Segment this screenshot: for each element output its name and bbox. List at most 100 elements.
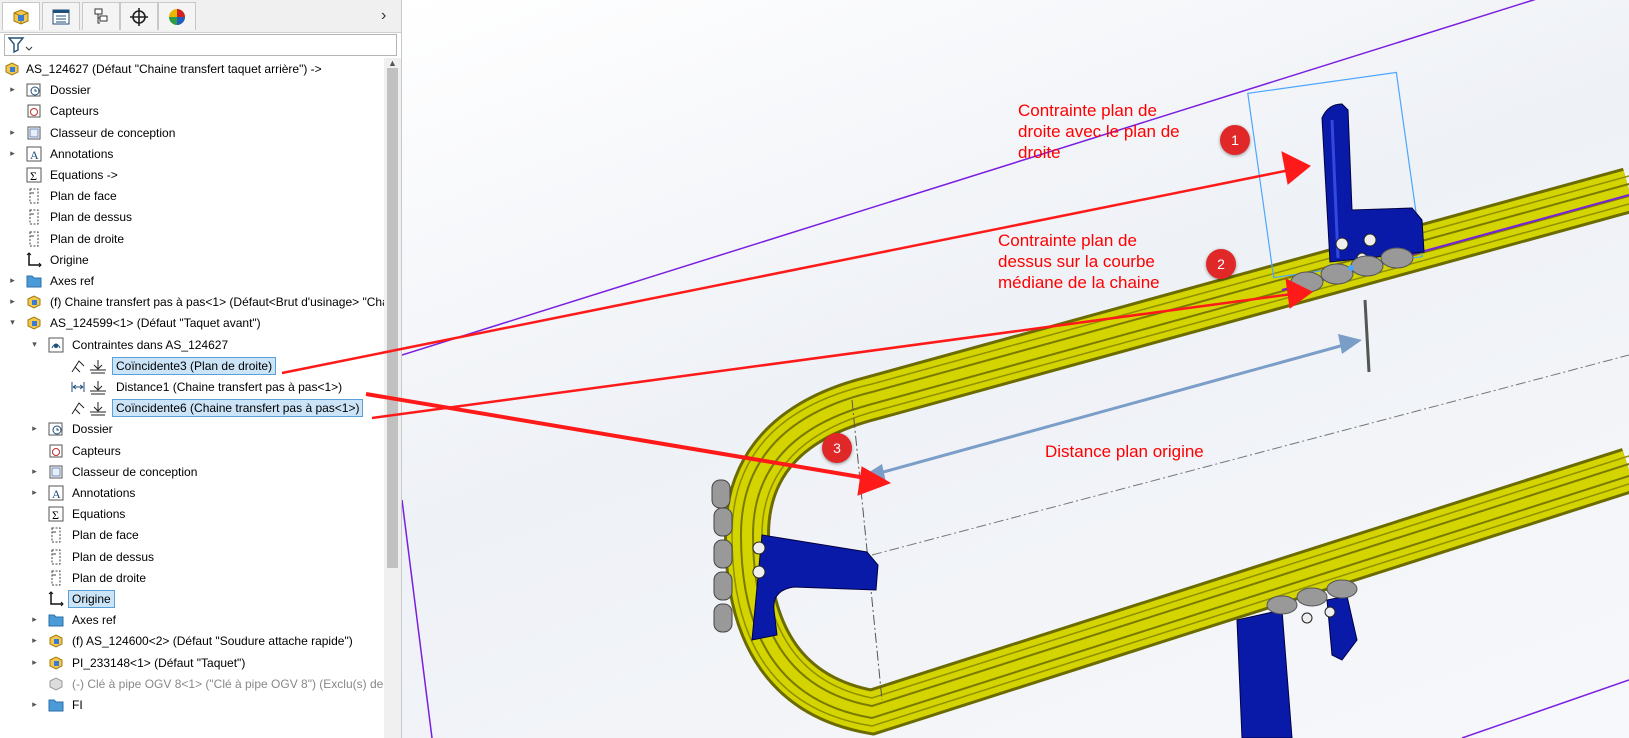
tree-item-label: (f) Chaine transfert pas à pas<1> (Défau… <box>50 295 389 310</box>
manager-tabs: › <box>0 0 401 33</box>
taquet-arriere <box>1247 71 1425 373</box>
tree-item[interactable]: ▸ Dossier <box>0 418 384 440</box>
tree-item[interactable]: Capteurs <box>0 100 384 122</box>
expand-arrow-icon[interactable]: ▸ <box>10 296 15 307</box>
folder-history-icon <box>48 421 64 437</box>
tree-item[interactable]: ▸Axes ref <box>0 270 384 292</box>
part-icon <box>26 294 42 310</box>
expand-arrow-icon[interactable]: ▸ <box>32 614 37 625</box>
expand-arrow-icon[interactable]: ▸ <box>10 147 15 158</box>
feature-tree: AS_124627 (Défaut "Chaine transfert taqu… <box>0 58 396 738</box>
tree-item[interactable]: ▸ (f) Chaine transfert pas à pas<1> (Défa… <box>0 291 389 313</box>
scrollbar-thumb[interactable] <box>387 68 398 568</box>
tree-item-label: Plan de droite <box>50 231 125 246</box>
tree-item-label: Classeur de conception <box>50 125 176 140</box>
property-manager-tab[interactable] <box>42 2 80 30</box>
tree-item-label: (-) Clé à pipe OGV 8<1> ("Clé à pipe OGV… <box>72 676 396 691</box>
tree-item[interactable]: ▾AS_124599<1> (Défaut "Taquet avant") <box>0 312 384 334</box>
badge-1: 1 <box>1220 125 1250 155</box>
dimxpert-tab[interactable] <box>120 2 158 30</box>
part-icon <box>4 61 20 77</box>
folder-icon <box>48 612 64 628</box>
display-manager-tab[interactable] <box>158 2 196 30</box>
tree-item[interactable]: ▸Classeur de conception <box>0 461 384 483</box>
annotation-2: Contrainte plan de dessus sur la courbe … <box>998 231 1160 292</box>
tree-scrollbar[interactable]: ▲ <box>384 58 401 738</box>
crosshair-icon <box>130 7 148 26</box>
plane-edge <box>1461 679 1629 738</box>
tree-item[interactable]: ▸ FI <box>0 694 384 716</box>
plane-icon <box>48 527 64 543</box>
tree-item[interactable]: Coïncidente3 (Plan de droite) <box>0 355 384 377</box>
tree-item[interactable]: Plan de droite <box>0 567 384 589</box>
tree-item[interactable]: Plan de face <box>0 185 384 207</box>
expand-arrow-icon[interactable]: ▸ <box>32 487 37 497</box>
expand-arrow-icon[interactable]: ▸ <box>32 699 37 709</box>
expand-arrow-icon[interactable]: ▸ <box>10 84 15 95</box>
tree-item[interactable]: ▸ (f) AS_124600<2> (Défaut "Soudure attac… <box>0 630 384 652</box>
collapse-arrow-icon[interactable]: ▾ <box>10 317 15 328</box>
tree-item-label: Coïncidente3 (Plan de droite) <box>112 356 277 375</box>
graphics-area[interactable]: Contrainte plan de droite avec le plan d… <box>402 0 1629 738</box>
feature-manager-tab[interactable] <box>2 2 40 30</box>
expand-arrow-icon[interactable]: ▸ <box>10 126 15 137</box>
taquet-avant <box>711 479 879 641</box>
badge-3: 3 <box>822 433 852 463</box>
svg-text:A: A <box>52 487 61 501</box>
part-icon <box>26 315 42 331</box>
property-list-icon <box>52 9 70 24</box>
plane-edge <box>402 0 1536 356</box>
tree-root[interactable]: AS_124627 (Défaut "Chaine transfert taqu… <box>0 58 384 80</box>
filter-input[interactable] <box>4 34 397 56</box>
collapse-arrow-icon[interactable]: ▾ <box>32 338 37 349</box>
expand-arrow-icon[interactable]: ▸ <box>32 423 37 434</box>
tree-item[interactable]: (-) Clé à pipe OGV 8<1> ("Clé à pipe OGV… <box>0 673 396 695</box>
tree-item[interactable]: ▸ Axes ref <box>0 609 384 631</box>
tree-item[interactable]: Coïncidente6 (Chaine transfert pas à pas… <box>0 397 384 419</box>
taquet-bas <box>1236 579 1358 738</box>
tree-item[interactable]: ▾Contraintes dans AS_124627 <box>0 334 384 356</box>
tree-item-label: Origine <box>50 252 89 267</box>
tree-item[interactable]: Origine <box>0 588 384 610</box>
tree-item[interactable]: Plan de droite <box>0 228 384 250</box>
expand-arrow-icon[interactable]: ▸ <box>10 275 15 285</box>
expand-arrow-icon[interactable]: ▸ <box>32 656 37 667</box>
expand-arrow-icon[interactable]: ▸ <box>32 465 37 476</box>
expand-arrow-icon[interactable]: ▸ <box>32 635 37 646</box>
plane-edge <box>402 499 433 738</box>
tree-item-label: FI <box>72 698 83 712</box>
configuration-icon <box>94 8 108 23</box>
design-binder-icon <box>26 125 42 141</box>
tree-item-label: (f) AS_124600<2> (Défaut "Soudure attach… <box>72 634 353 649</box>
sensor-icon <box>26 103 42 119</box>
chevron-right-icon[interactable]: › <box>381 7 387 24</box>
badge-2: 2 <box>1206 249 1236 279</box>
plane-icon <box>26 209 42 225</box>
folder-history-icon <box>26 82 42 98</box>
tree-item[interactable]: Origine <box>0 249 384 271</box>
svg-text:A: A <box>30 148 39 162</box>
tree-item-label: Capteurs <box>72 443 121 458</box>
tree-item[interactable]: Plan de dessus <box>0 546 384 568</box>
configuration-manager-tab[interactable] <box>82 2 120 30</box>
tree-item[interactable]: Distance1 (Chaine transfert pas à pas<1>… <box>0 376 384 398</box>
tree-item[interactable]: ▸PI_233148<1> (Défaut "Taquet") <box>0 652 384 674</box>
tree-item[interactable]: ▸ Classeur de conception <box>0 122 384 144</box>
tree-item[interactable]: Plan de dessus <box>0 206 384 228</box>
tree-item-label: AS_124627 (Défaut "Chaine transfert taqu… <box>26 62 322 76</box>
tree-item[interactable]: ▸Dossier <box>0 79 384 101</box>
plane-icon <box>26 231 42 247</box>
part-icon <box>48 655 64 671</box>
tree-item-label: Plan de dessus <box>50 210 133 225</box>
tree-item[interactable]: Capteurs <box>0 440 384 462</box>
scroll-up-icon[interactable]: ▲ <box>388 58 397 68</box>
excluded-part-icon <box>48 676 64 692</box>
tree-item-label: Plan de dessus <box>72 549 155 564</box>
tree-item[interactable]: Plan de face <box>0 524 384 546</box>
tree-item-label: Axes ref <box>72 613 117 628</box>
tree-item-label: Dossier <box>72 422 113 437</box>
